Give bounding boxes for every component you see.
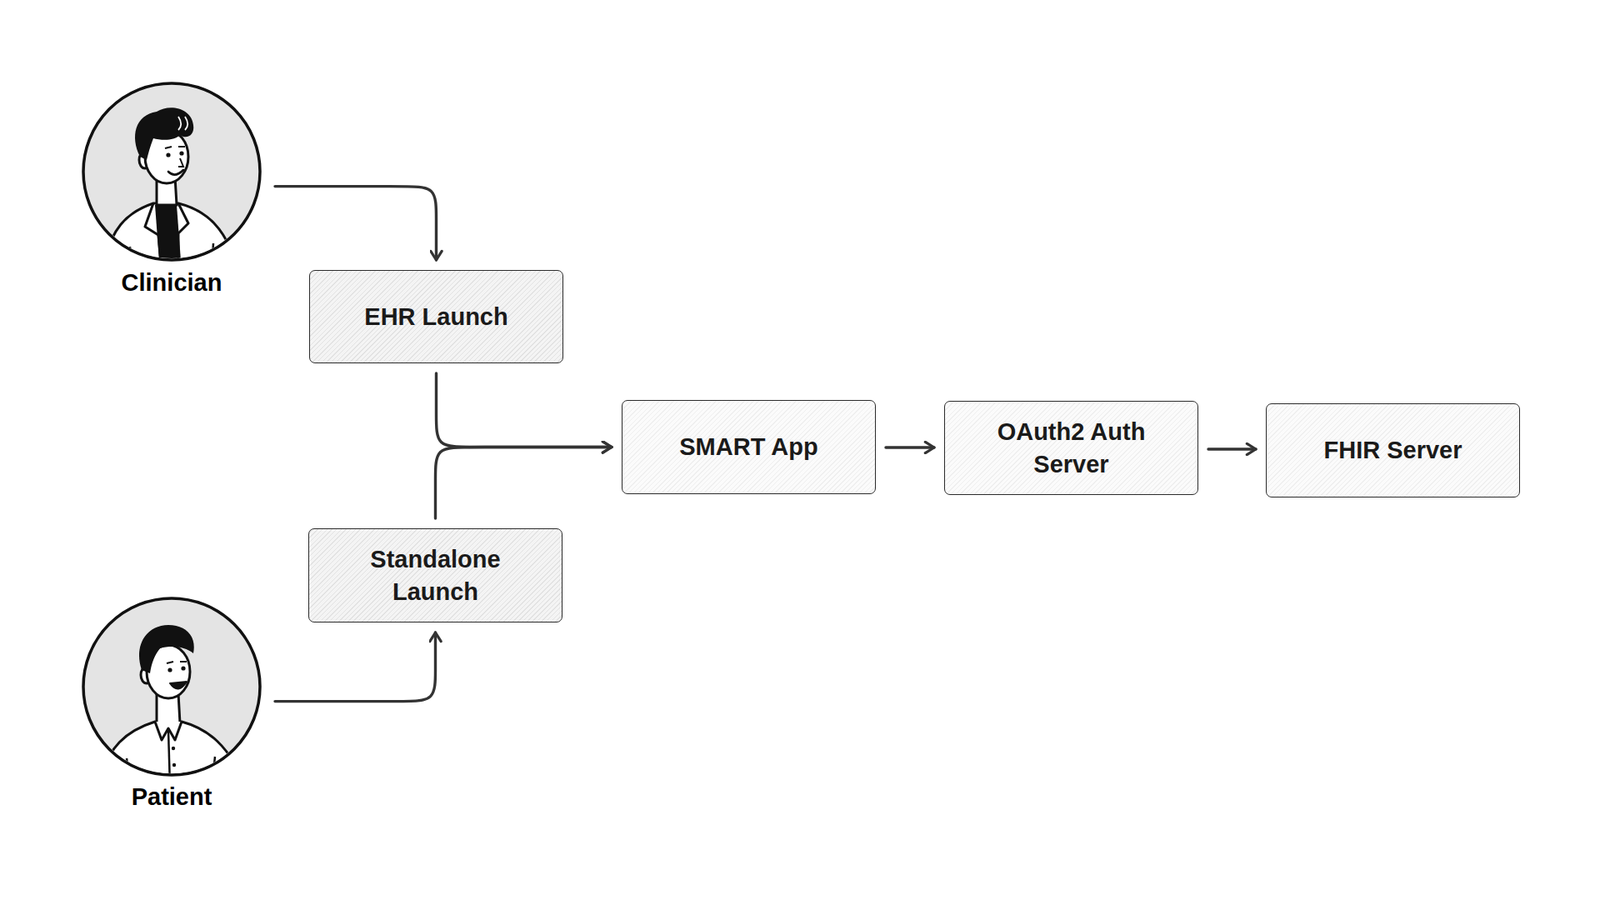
actor-circle-shape: [83, 83, 260, 260]
process-box: FHIR Server: [1265, 403, 1520, 498]
process-box: EHR Launch: [309, 270, 564, 364]
process-box: SMART App: [621, 400, 876, 495]
actor-circle: Clinician: [80, 80, 264, 264]
flow-arrow: [885, 445, 935, 449]
flow-arrow: [275, 632, 436, 702]
actor-outline: [80, 595, 264, 779]
flow-arrow: [435, 447, 613, 520]
box-label: FHIR Server: [1323, 434, 1462, 466]
actor-label: Patient: [30, 782, 314, 812]
actor-label: Clinician: [30, 268, 314, 298]
box-label: OAuth2 Auth Server: [980, 415, 1164, 480]
box-label: SMART App: [679, 430, 818, 463]
flow-arrow: [436, 373, 613, 448]
process-box: OAuth2 Auth Server: [944, 400, 1199, 495]
process-box: Standalone Launch: [308, 528, 563, 623]
flow-arrow: [275, 186, 437, 260]
box-label: Standalone Launch: [352, 543, 520, 608]
actor-outline: [80, 80, 264, 264]
flow-arrow: [1208, 447, 1256, 450]
box-label: EHR Launch: [364, 300, 508, 333]
actor-circle-shape: [83, 598, 260, 775]
actor-circle: Patient: [80, 595, 264, 779]
